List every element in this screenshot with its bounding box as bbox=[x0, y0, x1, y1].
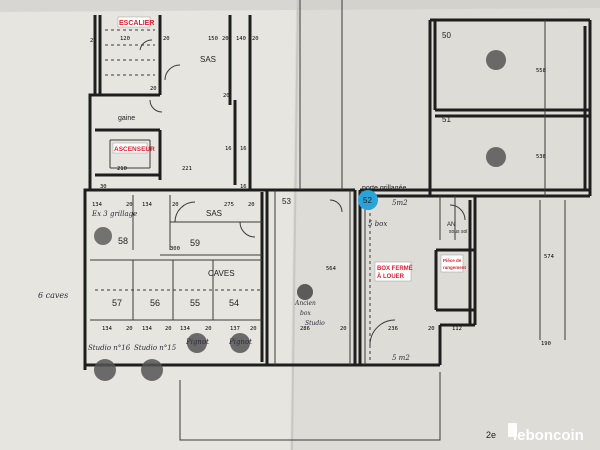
space-number-58: 58 bbox=[118, 236, 128, 246]
dim-bot-0: 134 bbox=[102, 326, 113, 332]
dim-bot-1: 20 bbox=[126, 326, 133, 332]
watermark-text: leboncoin bbox=[513, 427, 584, 444]
dim-cave-1: 20 bbox=[126, 202, 133, 208]
dim-bot-10: 236 bbox=[388, 326, 398, 332]
dim-bot-6: 137 bbox=[230, 326, 240, 332]
dim-r-1: 538 bbox=[536, 154, 546, 160]
dim-r-2: 564 bbox=[326, 266, 337, 272]
dim-v-5: 16 bbox=[240, 184, 247, 190]
page-footer: 2e bbox=[486, 430, 496, 440]
paper-fold bbox=[291, 0, 299, 450]
handwritten-notes: Ex 3 grillage Studio n°16 Studio n°15 Pi… bbox=[38, 199, 410, 362]
note-pignot-2: Pignot bbox=[228, 338, 252, 346]
dim-top-6: 20 bbox=[252, 36, 259, 42]
dim-bot-4: 134 bbox=[180, 326, 191, 332]
dim-r-3: 574 bbox=[544, 254, 555, 260]
note-5m2-bottom: 5 m2 bbox=[392, 354, 410, 362]
construction-lines bbox=[90, 0, 566, 441]
dim-top-4: 20 bbox=[222, 36, 229, 42]
dim-bot-2: 134 bbox=[142, 326, 153, 332]
label-piece-line1: Pièce de bbox=[443, 258, 462, 263]
note-cave-58: Ex 3 grillage bbox=[91, 210, 137, 218]
label-box-ferme-line2: À LOUER bbox=[377, 273, 405, 280]
spot-markers bbox=[94, 50, 506, 381]
watermark: leboncoin bbox=[508, 423, 584, 444]
label-caves: CAVES bbox=[208, 269, 235, 278]
note-53-line1: Ancien bbox=[294, 300, 316, 307]
stair-dashes bbox=[95, 29, 371, 360]
dim-top-0: 2 bbox=[90, 38, 93, 44]
note-studio-15: Studio n°15 bbox=[134, 344, 177, 352]
dim-v-4: 30 bbox=[100, 184, 107, 190]
label-piece-line2: rangement bbox=[443, 265, 467, 270]
walls bbox=[83, 15, 592, 370]
label-escalier: ESCALIER bbox=[119, 20, 154, 27]
space-number-51: 51 bbox=[442, 115, 451, 124]
dim-v-2: 16 bbox=[225, 146, 232, 152]
label-box-ferme-line1: BOX FERMÉ bbox=[377, 264, 413, 272]
note-53-line3: Studio bbox=[305, 320, 325, 327]
dim-v-3: 16 bbox=[240, 146, 247, 152]
paper-left bbox=[0, 0, 300, 450]
note-studio-16: Studio n°16 bbox=[88, 344, 131, 352]
label-sous-sol: sous sol bbox=[449, 229, 467, 235]
space-number-53: 53 bbox=[282, 197, 291, 206]
label-porte-grillagee: porte grillagée bbox=[362, 185, 406, 192]
red-label-boxes bbox=[112, 16, 464, 282]
dim-bot-7: 20 bbox=[250, 326, 257, 332]
space-number-57: 57 bbox=[112, 298, 122, 308]
label-sas-mid: SAS bbox=[206, 209, 222, 218]
space-number-55: 55 bbox=[190, 298, 200, 308]
dim-top-2: 20 bbox=[163, 36, 170, 42]
dim-221: 221 bbox=[182, 166, 192, 172]
space-number-54: 54 bbox=[229, 298, 239, 308]
note-pignot-1: Pignot bbox=[185, 338, 209, 346]
dim-r-4: 190 bbox=[541, 341, 551, 347]
label-sas-top: SAS bbox=[200, 55, 216, 64]
dim-cave-5: 20 bbox=[248, 202, 255, 208]
dim-bot-3: 20 bbox=[165, 326, 172, 332]
dim-210: 210 bbox=[117, 166, 127, 172]
note-5m2-top: 5m2 bbox=[392, 199, 408, 207]
dim-top-1: 120 bbox=[120, 36, 130, 42]
dimension-labels: 2 120 20 150 20 140 20 20 20 16 16 30 16… bbox=[90, 36, 555, 347]
dim-v-1: 20 bbox=[223, 93, 230, 99]
space-number-56: 56 bbox=[150, 298, 160, 308]
dim-v-0: 20 bbox=[150, 86, 157, 92]
space-number-59: 59 bbox=[190, 238, 200, 248]
dim-r-0: 558 bbox=[536, 68, 546, 74]
dim-bot-12: 112 bbox=[452, 326, 462, 332]
paper-right bbox=[290, 0, 600, 450]
note-5-box: 5 box bbox=[368, 220, 387, 228]
dim-cave-0: 134 bbox=[92, 202, 103, 208]
selected-spot-marker bbox=[358, 190, 378, 210]
note-6-caves: 6 caves bbox=[38, 291, 68, 300]
dim-bot-5: 20 bbox=[205, 326, 212, 332]
dim-cave-2: 134 bbox=[142, 202, 153, 208]
label-ascenseur: ASCENSEUR bbox=[114, 146, 155, 153]
dim-top-3: 150 bbox=[208, 36, 218, 42]
dim-cave-3: 20 bbox=[172, 202, 179, 208]
note-53-line2: box bbox=[300, 310, 311, 317]
dim-bot-11: 20 bbox=[428, 326, 435, 332]
space-number-50: 50 bbox=[442, 31, 451, 40]
space-number-52: 52 bbox=[363, 196, 372, 205]
dim-300: 300 bbox=[170, 246, 180, 252]
dim-bot-8: 286 bbox=[300, 326, 310, 332]
dim-cave-4: 275 bbox=[224, 202, 234, 208]
dim-top-5: 140 bbox=[236, 36, 246, 42]
label-gaine: gaine bbox=[118, 115, 135, 122]
label-an: AN bbox=[447, 222, 455, 228]
dim-bot-9: 20 bbox=[340, 326, 347, 332]
